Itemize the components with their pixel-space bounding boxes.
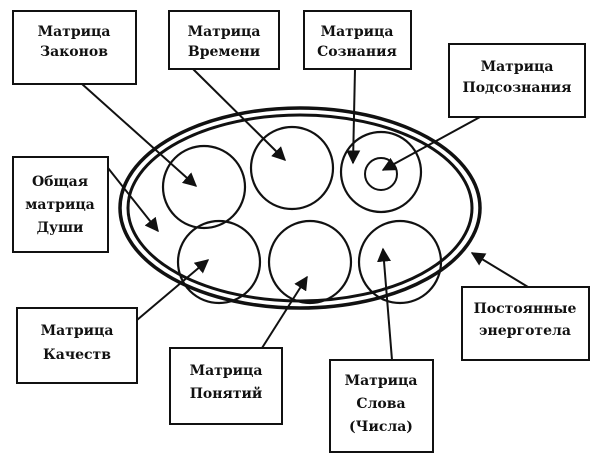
label-subconscious-1: Матрица xyxy=(481,59,554,75)
pointer-subconscious xyxy=(381,116,481,171)
circle-time xyxy=(249,125,335,211)
circle-consciousness xyxy=(339,130,423,214)
box-concepts xyxy=(169,347,283,425)
circle-word xyxy=(357,219,443,305)
label-concepts-1: Матрица xyxy=(190,363,263,379)
pointer-qualities xyxy=(136,259,210,321)
box-qualities xyxy=(16,307,138,384)
label-soul-2: матрица xyxy=(25,197,95,213)
label-consciousness-1: Матрица xyxy=(321,24,394,40)
pointer-concepts xyxy=(261,275,308,349)
box-soul xyxy=(12,156,109,253)
pointer-laws xyxy=(81,83,198,187)
label-energy-bodies-2: энерготела xyxy=(479,323,571,339)
box-subconscious xyxy=(448,43,586,118)
label-consciousness-2: Сознания xyxy=(317,44,397,60)
label-word-2: Слова xyxy=(356,396,405,412)
box-time xyxy=(168,10,280,70)
pointer-consciousness xyxy=(346,68,361,165)
label-soul-1: Общая xyxy=(32,174,88,190)
box-laws xyxy=(12,10,137,85)
box-consciousness xyxy=(303,10,412,70)
label-word-1: Матрица xyxy=(345,373,418,389)
pointer-energy-bodies xyxy=(470,252,529,288)
label-laws-2: Законов xyxy=(40,44,108,60)
outer-ellipse-outer-ring xyxy=(118,106,482,310)
pointer-word xyxy=(377,247,393,361)
label-time-2: Времени xyxy=(188,44,260,60)
pointer-soul xyxy=(107,167,159,233)
circle-subconscious xyxy=(364,157,398,191)
circle-laws xyxy=(161,144,247,230)
circle-concepts xyxy=(267,219,353,305)
label-qualities-1: Матрица xyxy=(41,323,114,339)
box-energy-bodies xyxy=(461,286,590,361)
pointer-time xyxy=(192,68,286,161)
label-laws-1: Матрица xyxy=(38,24,111,40)
label-word-3: (Числа) xyxy=(349,419,413,435)
label-energy-bodies-1: Постоянные xyxy=(474,301,577,317)
label-qualities-2: Качеств xyxy=(43,347,111,363)
label-time-1: Матрица xyxy=(188,24,261,40)
label-concepts-2: Понятий xyxy=(190,385,263,402)
box-word xyxy=(329,359,434,453)
label-soul-3: Души xyxy=(37,220,84,236)
circle-qualities xyxy=(176,219,262,305)
label-subconscious-2: Подсознания xyxy=(463,80,572,96)
